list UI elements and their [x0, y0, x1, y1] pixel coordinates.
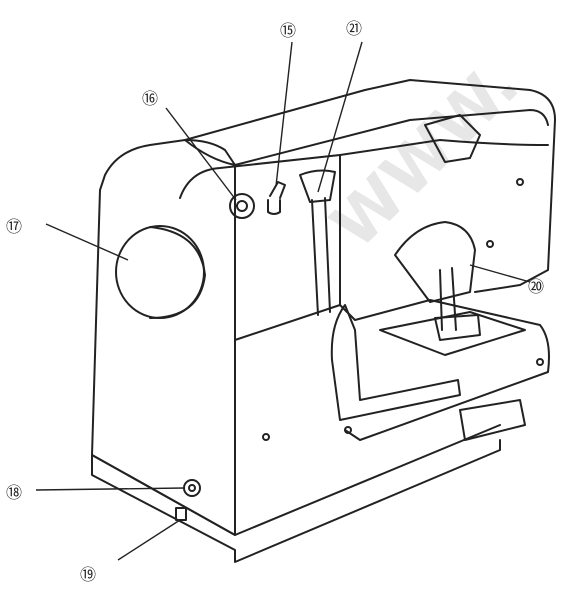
arm-cavity: [330, 304, 461, 421]
upper-arm: [184, 79, 556, 293]
needle-plate: [379, 311, 526, 356]
handwheel-rim: [149, 226, 206, 319]
leader-16: [165, 107, 237, 201]
top-thread-slot: [299, 169, 336, 203]
callout-21: ㉑: [346, 19, 362, 38]
needle-bar: [439, 267, 457, 331]
leader-21: [317, 41, 363, 193]
foot-control-socket-inner: [188, 484, 196, 492]
base-top-edge: [91, 424, 501, 536]
screw: [262, 433, 270, 441]
machine-base: [91, 439, 501, 563]
leader-19: [117, 519, 181, 561]
callout-16: ⑯: [142, 89, 158, 108]
foot-control-socket: [183, 479, 201, 497]
leader-20: [469, 264, 531, 283]
screw: [344, 426, 352, 434]
callout-17: ⑰: [6, 217, 22, 236]
callout-20: ⑳: [528, 277, 544, 296]
leader-17: [45, 223, 129, 261]
spool-pin: [267, 181, 286, 215]
watermark-text: WWW.: [318, 48, 534, 264]
power-switch: [175, 507, 187, 521]
machine-front-face: [179, 154, 341, 341]
thread-lever-bracket: [424, 114, 481, 163]
presser-foot: [434, 314, 481, 341]
callout-18: ⑱: [6, 483, 22, 502]
leader-18: [35, 487, 185, 491]
screw: [486, 240, 494, 248]
accessory-tray: [459, 399, 526, 441]
screw: [516, 178, 524, 186]
free-arm-bed: [339, 299, 550, 441]
machine-side-panel: [91, 139, 236, 536]
screw: [536, 358, 544, 366]
upper-arm-front-edge: [184, 109, 549, 166]
arm-underside: [339, 139, 549, 156]
callout-15: ⑮: [280, 21, 296, 40]
leader-15: [275, 41, 293, 187]
needle-housing: [394, 221, 476, 303]
thread-guide-post: [311, 197, 331, 316]
bobbin-winder-center: [236, 200, 248, 212]
bobbin-winder: [229, 193, 255, 219]
callout-19: ⑲: [80, 565, 96, 584]
